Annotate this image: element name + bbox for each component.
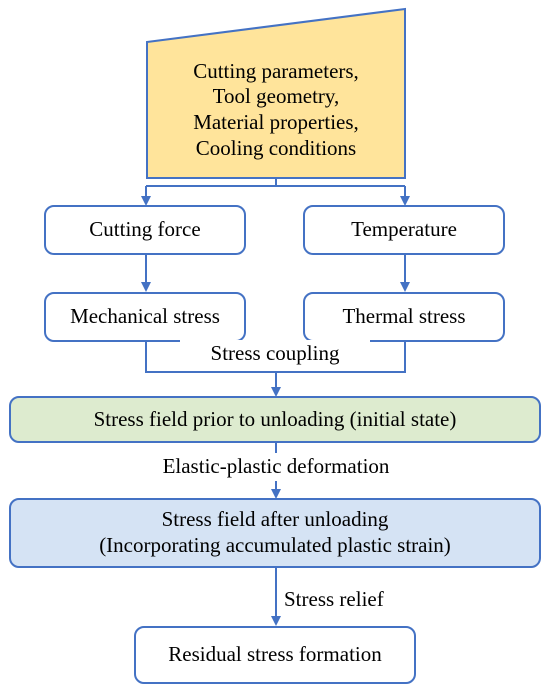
thermal-stress-label: Thermal stress	[342, 304, 466, 329]
inputs-shape	[146, 7, 406, 179]
mechanical-stress-label: Mechanical stress	[70, 304, 220, 329]
elastic-plastic-deformation-label: Elastic-plastic deformation	[126, 453, 426, 481]
result-label: Residual stress formation	[168, 642, 382, 667]
after-unloading-line-1: Stress field after unloading	[161, 507, 389, 532]
after-unloading-line-2: (Incorporating accumulated plastic strai…	[99, 533, 451, 557]
stress-coupling-label: Stress coupling	[180, 340, 370, 368]
inputs-line-1: Cutting parameters,	[193, 58, 359, 83]
inputs-line-2: Tool geometry,	[212, 84, 340, 109]
result-box	[134, 626, 416, 684]
initial-state-label: Stress field prior to unloading (initial…	[93, 406, 457, 431]
cutting-force-label: Cutting force	[89, 217, 201, 242]
after-unloading-text: Stress field after unloading (Incorporat…	[10, 499, 540, 567]
inputs-line-3: Material properties,	[193, 110, 359, 134]
inputs-line-4: Cooling conditions	[195, 135, 357, 160]
stress-relief-label: Stress relief	[284, 587, 384, 612]
inputs-text: Cutting parameters, Tool geometry, Mater…	[147, 42, 405, 178]
temperature-label: Temperature	[351, 217, 457, 242]
